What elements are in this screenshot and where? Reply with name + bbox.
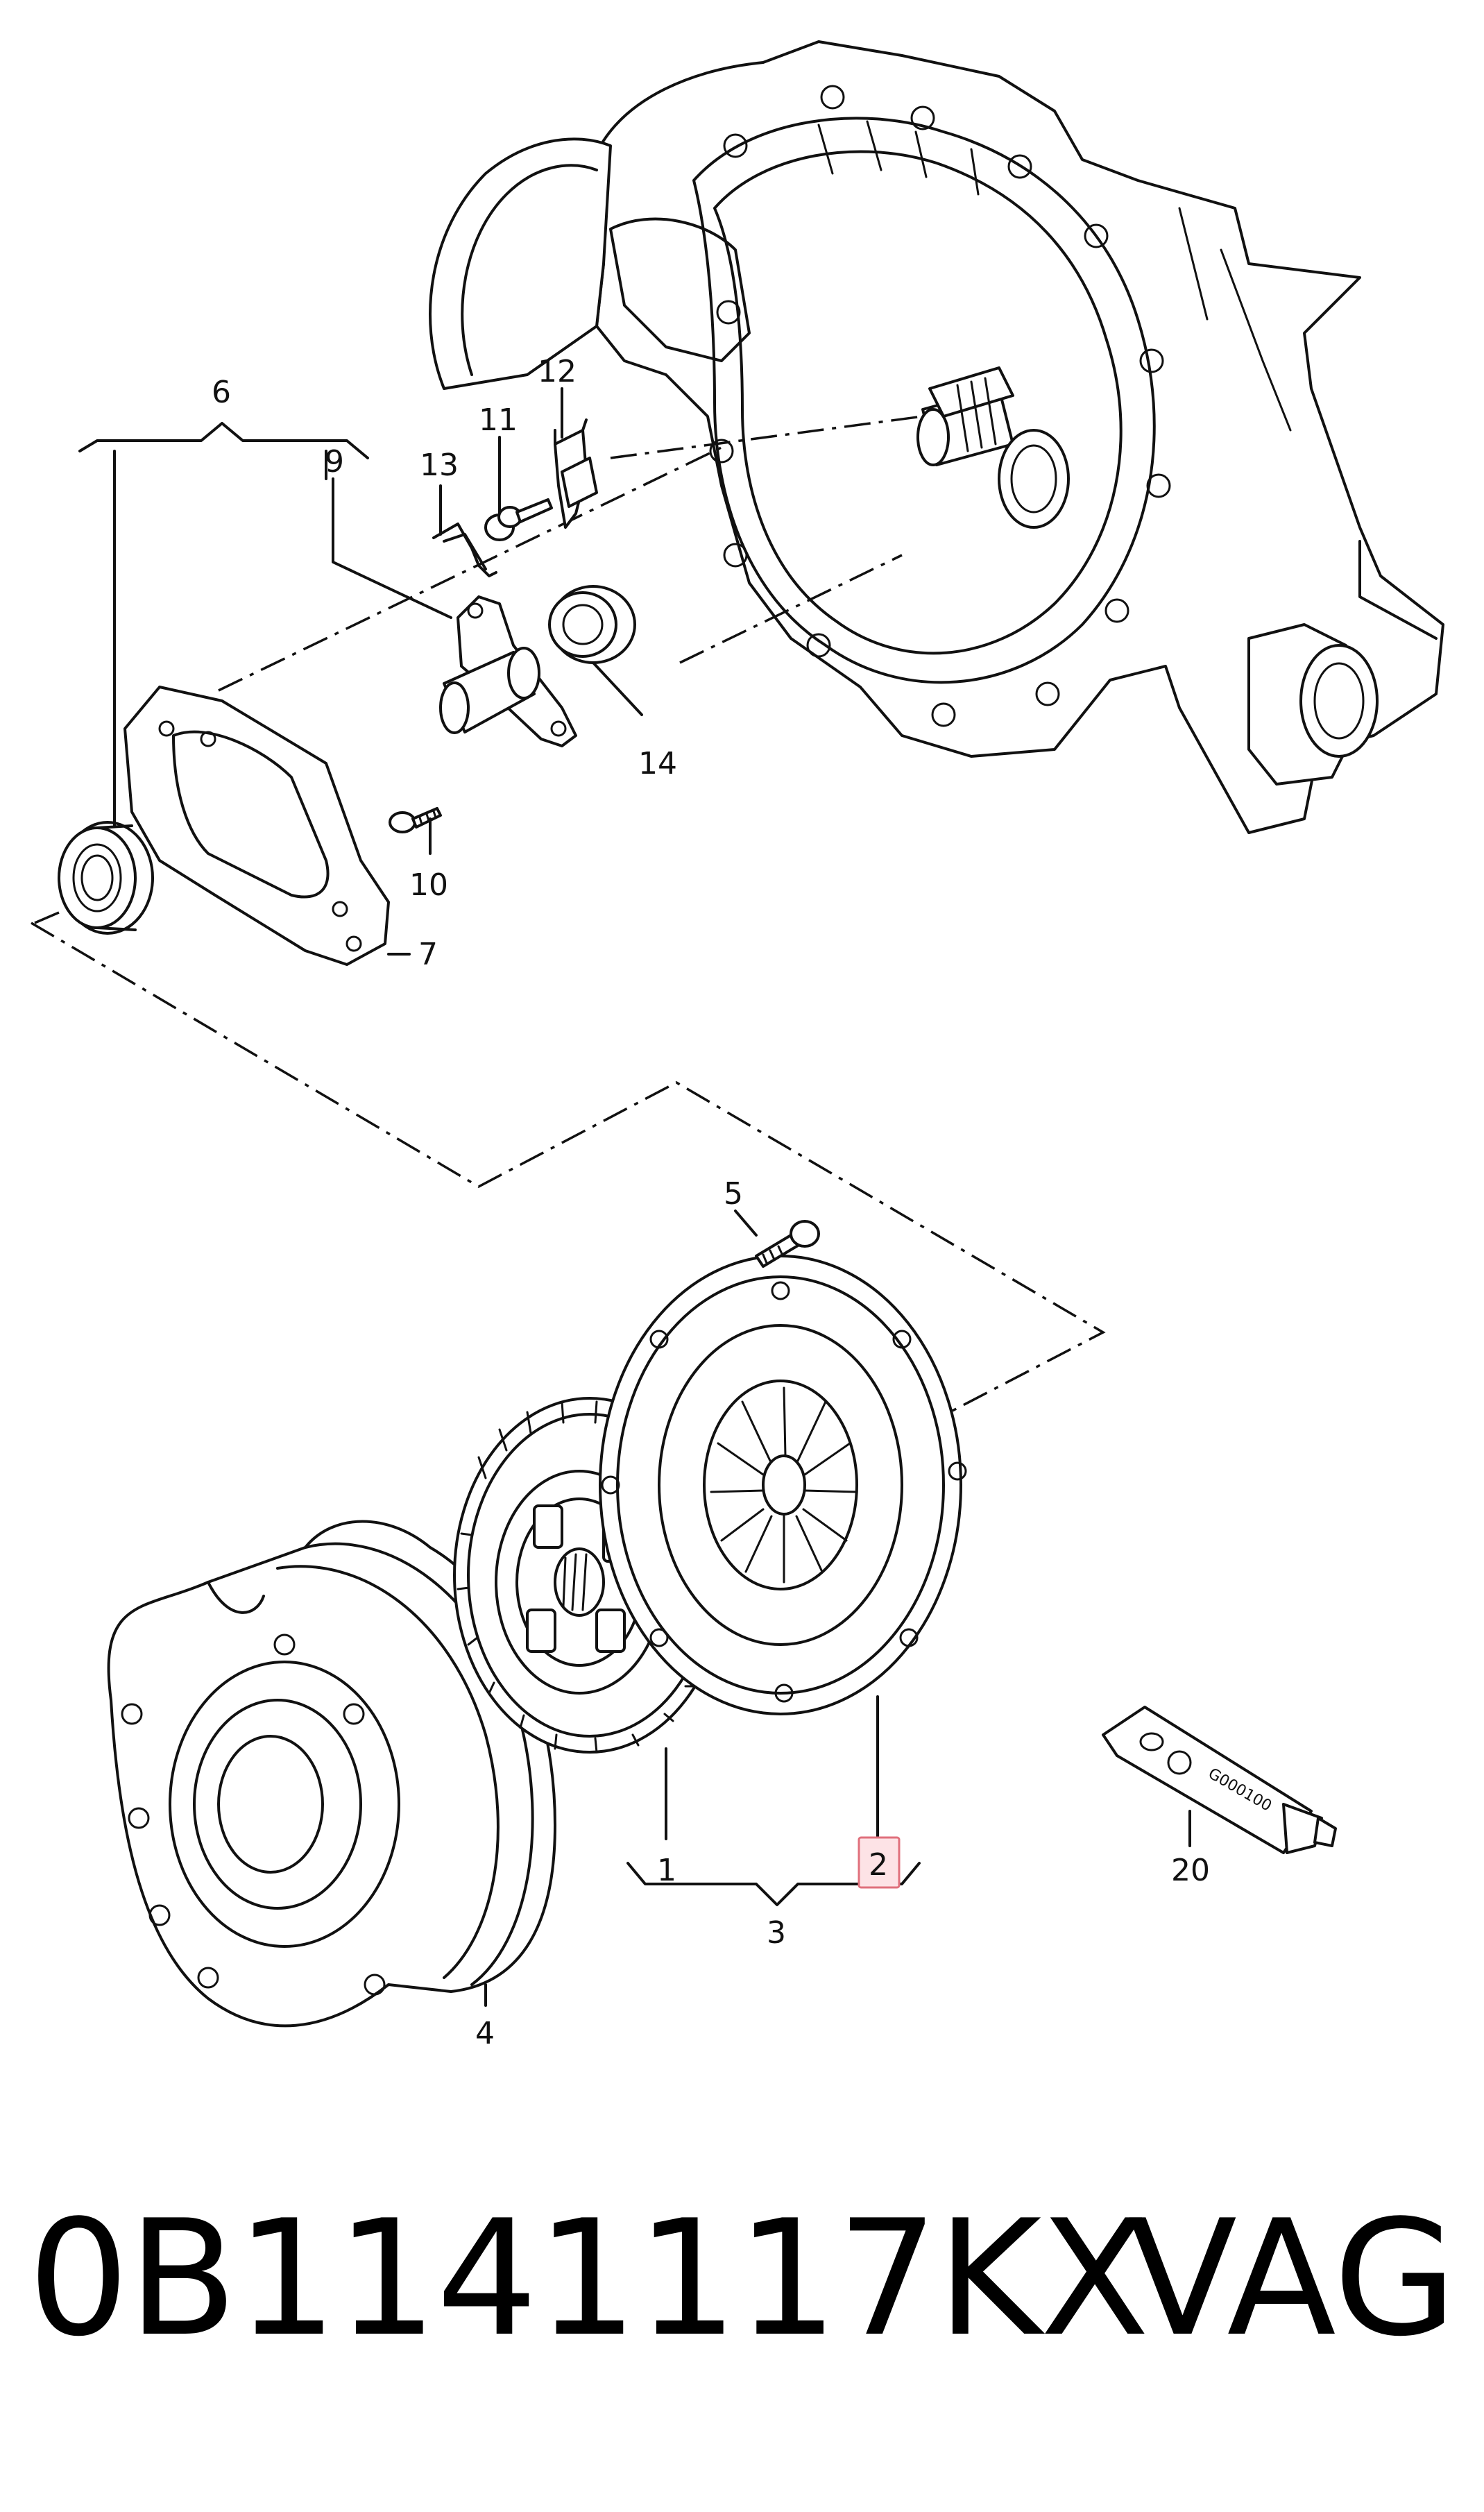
callout-12: 12 <box>538 354 577 389</box>
callout-1: 1 <box>657 1853 676 1888</box>
brand-name: VAG <box>1127 2187 1457 2372</box>
callout-10: 10 <box>409 867 448 903</box>
pressure-plate-2 <box>599 1255 967 1715</box>
callout-13: 13 <box>420 448 459 483</box>
flywheel-4 <box>107 1520 556 2028</box>
callout-3: 3 <box>767 1915 786 1951</box>
seal-14 <box>548 585 636 664</box>
callout-2-highlight <box>858 1836 901 1889</box>
callout-labels: 6 9 13 11 12 14 10 7 5 1 2 3 4 20 <box>212 354 1210 2051</box>
bolt-11 <box>484 498 553 541</box>
callout-6: 6 <box>212 375 231 410</box>
footer: 0B1141117KX VAG <box>28 2196 1457 2363</box>
callout-14: 14 <box>638 746 677 781</box>
spring-clip-13 <box>432 523 497 577</box>
release-bearing-6 <box>58 821 154 935</box>
bracket-12 <box>554 418 598 529</box>
guide-plate-7 <box>123 686 390 966</box>
callout-9: 9 <box>325 444 344 480</box>
bolt-5 <box>755 1220 820 1268</box>
slave-cylinder-housing <box>1247 540 1438 786</box>
guide-sleeve-9 <box>439 595 577 747</box>
leader-lines <box>78 387 1191 2007</box>
callout-11: 11 <box>479 402 518 438</box>
gearbox-housing <box>429 40 1444 834</box>
input-shaft <box>610 366 1070 529</box>
grease-tube-20: G000100 <box>1102 1706 1337 1854</box>
bolt-10 <box>389 807 442 833</box>
callout-20: 20 <box>1171 1853 1210 1888</box>
part-number: 0B1141117KX <box>28 2187 1150 2372</box>
flange-bolt-holes <box>709 85 1171 727</box>
callout-5: 5 <box>724 1176 743 1212</box>
callout-2: 2 <box>869 1847 888 1883</box>
callout-4: 4 <box>475 2016 495 2051</box>
callout-7: 7 <box>418 937 438 972</box>
diaphragm-fingers <box>710 1386 858 1584</box>
